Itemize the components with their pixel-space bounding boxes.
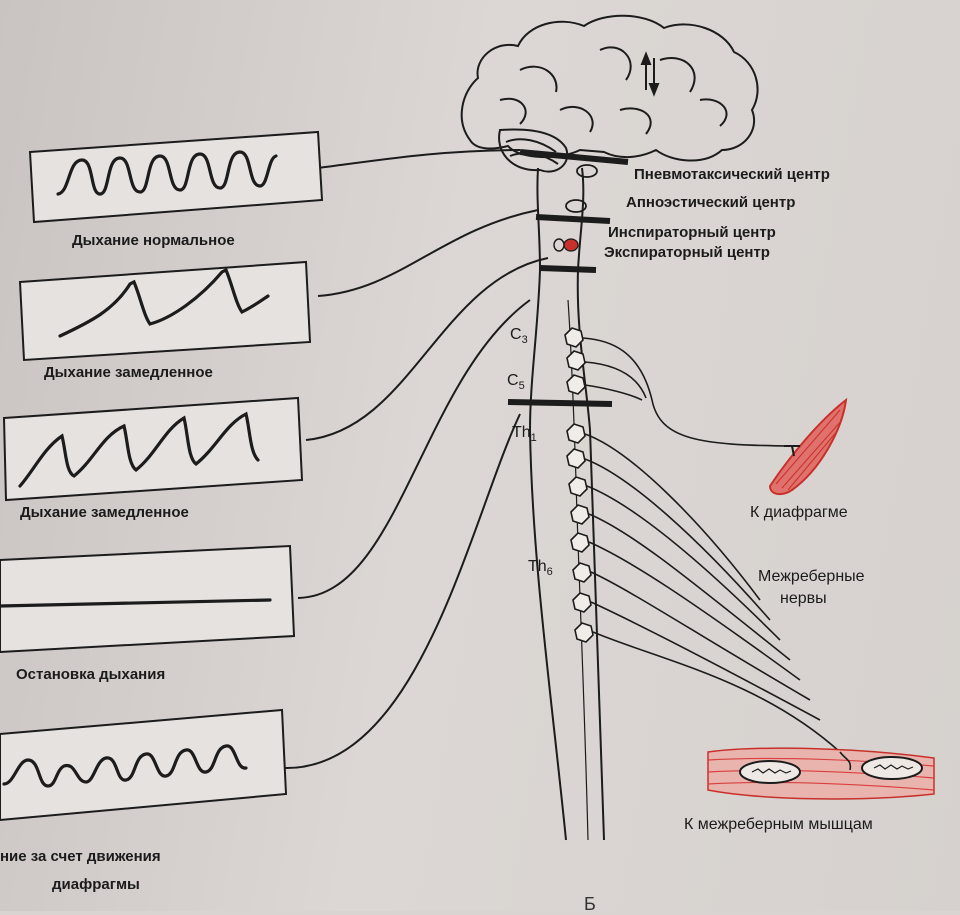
- caption-arrest: Остановка дыхания: [16, 666, 166, 683]
- trace-diaphragm: [2, 744, 248, 788]
- panel-diaphragm: [0, 708, 288, 822]
- label-segment-c5: C5: [507, 372, 525, 393]
- trace-slowed-1: [58, 267, 270, 338]
- label-intercostal-muscles: К межреберным мышцам: [684, 816, 873, 833]
- panel-slowed-2: [2, 396, 304, 502]
- transection-bars: [507, 149, 629, 407]
- inspiratory-center-oval: [563, 238, 579, 252]
- caption-slowed-2: Дыхание замедленное: [20, 504, 189, 521]
- label-inspiratory-center: Инспираторный центр: [608, 224, 776, 241]
- label-to-diaphragm: К диафрагме: [750, 504, 848, 521]
- expiratory-center-oval: [553, 238, 565, 252]
- label-intercostal-nerves-1: Межреберные: [758, 568, 865, 585]
- label-segment-th6: Th6: [528, 558, 553, 579]
- label-segment-th1: Th1: [512, 424, 537, 445]
- breathing-traces: [0, 150, 278, 788]
- panel-slowed-1: [18, 260, 312, 362]
- pneumotaxic-center-oval: [576, 164, 598, 178]
- caption-diaphragm-1: ние за счет движения: [0, 848, 161, 865]
- brain-outline: [460, 14, 759, 173]
- caption-normal: Дыхание нормальное: [72, 232, 235, 249]
- caption-slowed-1: Дыхание замедленное: [44, 364, 213, 381]
- trace-slowed-2: [18, 411, 260, 488]
- label-segment-c3: C3: [510, 326, 528, 347]
- trace-normal: [56, 150, 278, 196]
- intercostal-muscle: [707, 747, 935, 800]
- panel-arrest: [0, 544, 296, 654]
- label-pneumotaxic-center: Пневмотаксический центр: [634, 166, 830, 183]
- trace-arrest: [0, 598, 272, 608]
- panel-normal: [28, 130, 324, 224]
- figure-letter: Б: [584, 894, 596, 914]
- connection-lines: [284, 149, 549, 770]
- motor-neurons: [564, 327, 594, 643]
- diaphragm-muscle: [768, 397, 848, 496]
- apneustic-center-oval: [565, 199, 587, 213]
- nerve-lines: [582, 337, 841, 753]
- label-expiratory-center: Экспираторный центр: [604, 244, 770, 261]
- updown-arrows-icon: [640, 51, 660, 97]
- label-intercostal-nerves-2: нервы: [780, 590, 827, 607]
- label-apneustic-center: Апноэстический центр: [626, 194, 796, 211]
- breathing-panels: [0, 130, 324, 822]
- caption-diaphragm-2: диафрагмы: [52, 876, 140, 893]
